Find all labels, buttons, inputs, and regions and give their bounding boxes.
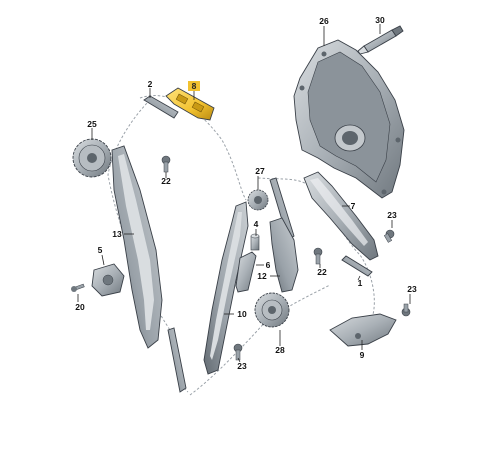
label-20: 20 xyxy=(75,302,85,312)
sealant-tube xyxy=(357,25,404,55)
tensioner-pin xyxy=(250,233,260,251)
label-26: 26 xyxy=(319,16,329,26)
label-2: 2 xyxy=(148,79,153,89)
label-9: 9 xyxy=(360,350,365,360)
chain-segment-right xyxy=(341,255,373,277)
label-27: 27 xyxy=(255,166,265,176)
bolt-20 xyxy=(71,283,85,292)
label-23-right-lower: 23 xyxy=(407,284,417,294)
label-1: 1 xyxy=(358,278,363,288)
bolt-22-lower xyxy=(313,247,323,265)
chain-segment-top xyxy=(143,95,179,119)
chain-segment-bottom xyxy=(167,327,187,393)
callout-labels: 26 30 8 2 25 22 27 13 7 23 4 5 6 22 12 1… xyxy=(75,15,417,371)
highlight-label-box xyxy=(188,81,200,91)
label-6: 6 xyxy=(266,260,271,270)
crankshaft-sprocket xyxy=(254,292,290,328)
label-25: 25 xyxy=(87,119,97,129)
label-28: 28 xyxy=(275,345,285,355)
camshaft-sprocket xyxy=(72,138,112,178)
label-22-upper: 22 xyxy=(161,176,171,186)
label-30: 30 xyxy=(375,15,385,25)
label-23-right-upper: 23 xyxy=(387,210,397,220)
label-4: 4 xyxy=(254,219,259,229)
label-7: 7 xyxy=(351,201,356,211)
label-8: 8 xyxy=(192,81,197,91)
tensioning-rail-left xyxy=(111,145,163,349)
guide-rail-middle xyxy=(203,201,249,375)
chain-tensioner-6 xyxy=(235,251,257,293)
label-22-lower: 22 xyxy=(317,267,327,277)
label-23-lower-left: 23 xyxy=(237,361,247,371)
timing-cover xyxy=(293,39,405,199)
label-10: 10 xyxy=(237,309,247,319)
label-13: 13 xyxy=(112,229,122,239)
bracket-9 xyxy=(329,313,397,347)
label-5: 5 xyxy=(98,245,103,255)
sprocket-27 xyxy=(247,189,269,211)
leader-lines xyxy=(77,24,411,363)
bolt-23-right-lower xyxy=(401,303,411,317)
highlighted-slide-rail xyxy=(165,87,215,121)
tensioning-rail-12 xyxy=(269,217,299,293)
bolt-23-right-upper xyxy=(383,229,395,243)
label-12: 12 xyxy=(257,271,267,281)
chain-tensioner-5 xyxy=(91,263,125,297)
bolt-23-lower-left xyxy=(233,343,243,361)
guide-rail-right xyxy=(303,171,379,261)
bolt-22-upper xyxy=(161,155,171,173)
